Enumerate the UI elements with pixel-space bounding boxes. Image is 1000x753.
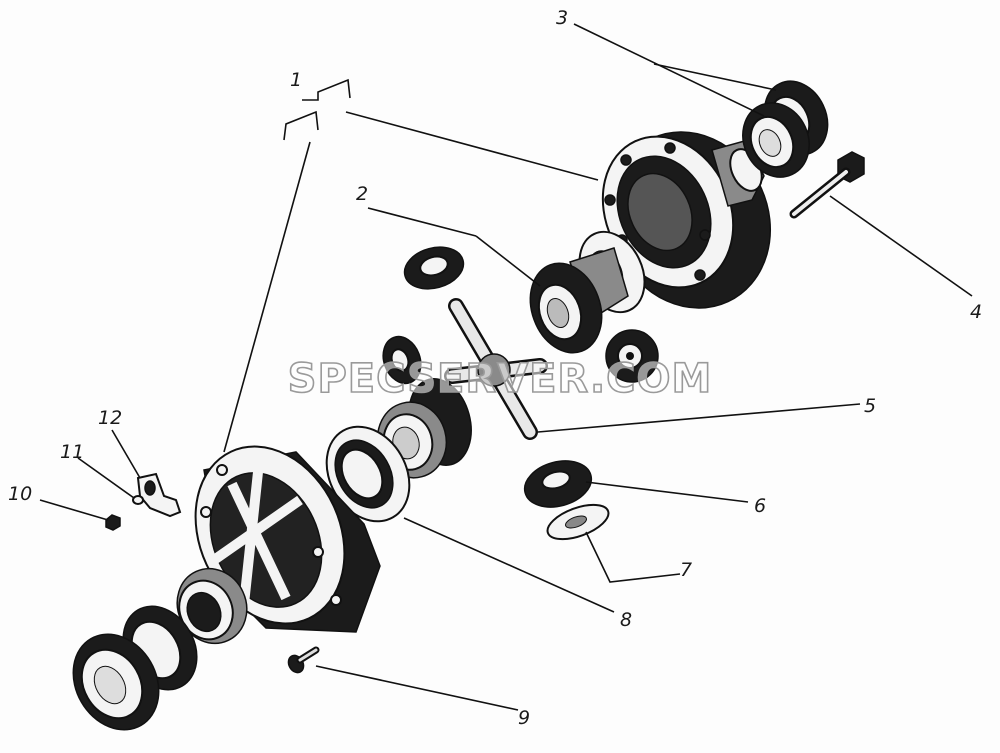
- callout-11: 11: [60, 441, 84, 463]
- long-bolt-4: [789, 151, 865, 219]
- callout-leaders: [39, 23, 973, 711]
- callout-12: 12: [98, 407, 122, 429]
- short-bolt-9: [287, 646, 320, 674]
- washer-7: [546, 503, 610, 541]
- callout-9: 9: [518, 707, 530, 729]
- side-gear-2: [529, 247, 629, 354]
- pinion-gear-left: [382, 335, 422, 385]
- thrust-washer-8: [325, 425, 411, 523]
- callout-4: 4: [970, 301, 982, 323]
- callout-7: 7: [680, 559, 692, 581]
- callout-6: 6: [754, 495, 766, 517]
- lower-housing-half: [176, 445, 381, 645]
- pinion-gear-upper: [403, 246, 465, 290]
- upper-housing-half: [601, 131, 772, 309]
- callout-1: 1: [290, 69, 302, 91]
- callout-2: 2: [356, 183, 368, 205]
- lower-bearing: [72, 605, 198, 731]
- side-gear-lower: [376, 378, 472, 479]
- watermark-text: SPECSERVER.COM: [288, 356, 713, 402]
- spider-cross-5: [444, 298, 548, 440]
- pinion-gear-6: [523, 460, 593, 508]
- lock-bolt-10: [105, 514, 121, 531]
- lock-plate-12: [136, 472, 182, 518]
- callout-10: 10: [8, 483, 32, 505]
- callout-3: 3: [556, 7, 568, 29]
- callout-5: 5: [864, 395, 876, 417]
- pinion-gear-right: [605, 329, 659, 383]
- spring-washer-11: [132, 495, 144, 505]
- callout-8: 8: [620, 609, 632, 631]
- bearing-3: [742, 80, 829, 178]
